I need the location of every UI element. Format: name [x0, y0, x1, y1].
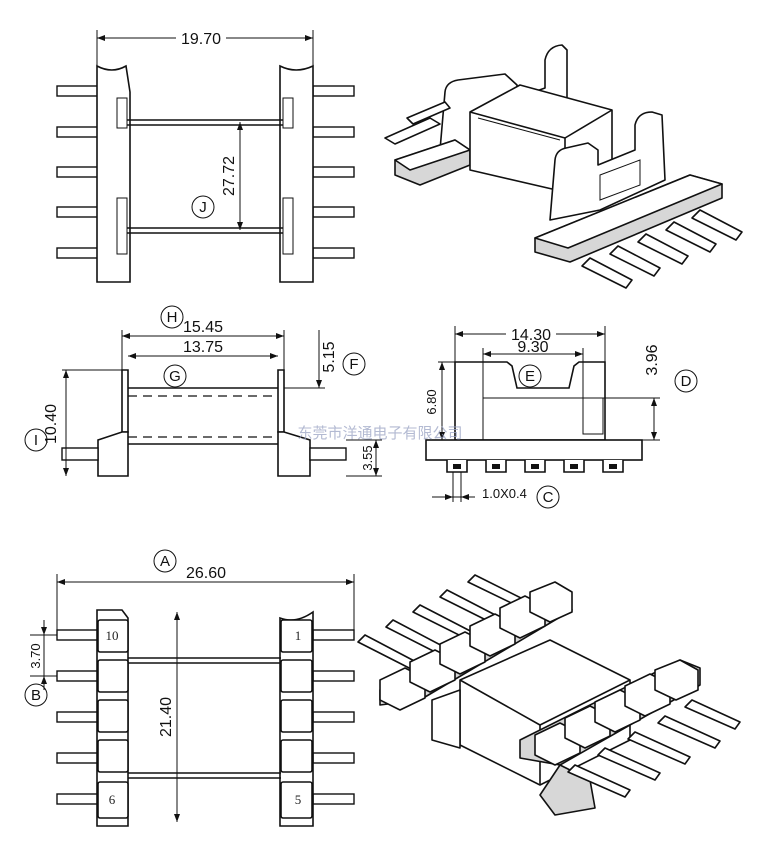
pin-number-10: 10	[106, 628, 119, 643]
label-i: I	[34, 432, 38, 449]
label-b: B	[31, 687, 41, 704]
dim-front-height: 6.80	[424, 389, 439, 414]
dim-front-slot: 3.96	[644, 344, 661, 375]
dim-front-inner: 9.30	[517, 339, 548, 356]
bottom-view: 10 1 6 5 26.60 A 21.40 3.70 B	[24, 549, 355, 827]
front-view-pins	[446, 460, 624, 473]
label-a: A	[160, 553, 170, 570]
side-view: 15.45 13.75 H G 5.15 F 10.40 I 3.	[24, 305, 382, 477]
dim-top-width: 19.70	[181, 31, 221, 48]
top-view-right-pins	[312, 85, 355, 259]
pin-number-5: 5	[295, 792, 302, 807]
dim-side-outer: 15.45	[183, 319, 223, 336]
top-view: 19.70 27.72 J	[56, 30, 355, 283]
dim-top-gap: 27.72	[221, 156, 238, 196]
label-e: E	[525, 368, 535, 385]
pin-number-1: 1	[295, 628, 302, 643]
dim-pin-section: 1.0X0.4	[482, 486, 527, 501]
top-view-left-pins	[56, 85, 99, 259]
dim-pin-pitch: 3.70	[28, 643, 43, 668]
label-h: H	[167, 309, 178, 326]
dim-bottom-gap: 21.40	[158, 697, 175, 737]
dim-side-pin: 3.55	[360, 445, 375, 470]
top-view-right-flange	[279, 64, 314, 283]
dim-side-top: 5.15	[321, 341, 338, 372]
watermark-text: 东莞市洋通电子有限公司	[297, 424, 462, 442]
label-j: J	[199, 199, 207, 216]
dim-bottom-width: 26.60	[186, 565, 226, 582]
iso-view-top	[384, 44, 743, 289]
dim-side-inner: 13.75	[183, 339, 223, 356]
bottom-view-left-pins	[56, 629, 99, 805]
front-view: 14.30 9.30 E 6.80 3.96 D 1.0X0.4	[424, 324, 698, 509]
dim-side-height: 10.40	[43, 404, 60, 444]
dim-front-outer: 14.30	[511, 327, 551, 344]
bottom-view-right-pins	[312, 629, 355, 805]
pin-number-6: 6	[109, 792, 116, 807]
label-f: F	[349, 356, 358, 373]
label-d: D	[681, 373, 692, 390]
top-view-left-flange	[96, 64, 131, 283]
label-c: C	[543, 489, 554, 506]
label-g: G	[169, 368, 181, 385]
iso-view-bottom	[357, 574, 741, 816]
